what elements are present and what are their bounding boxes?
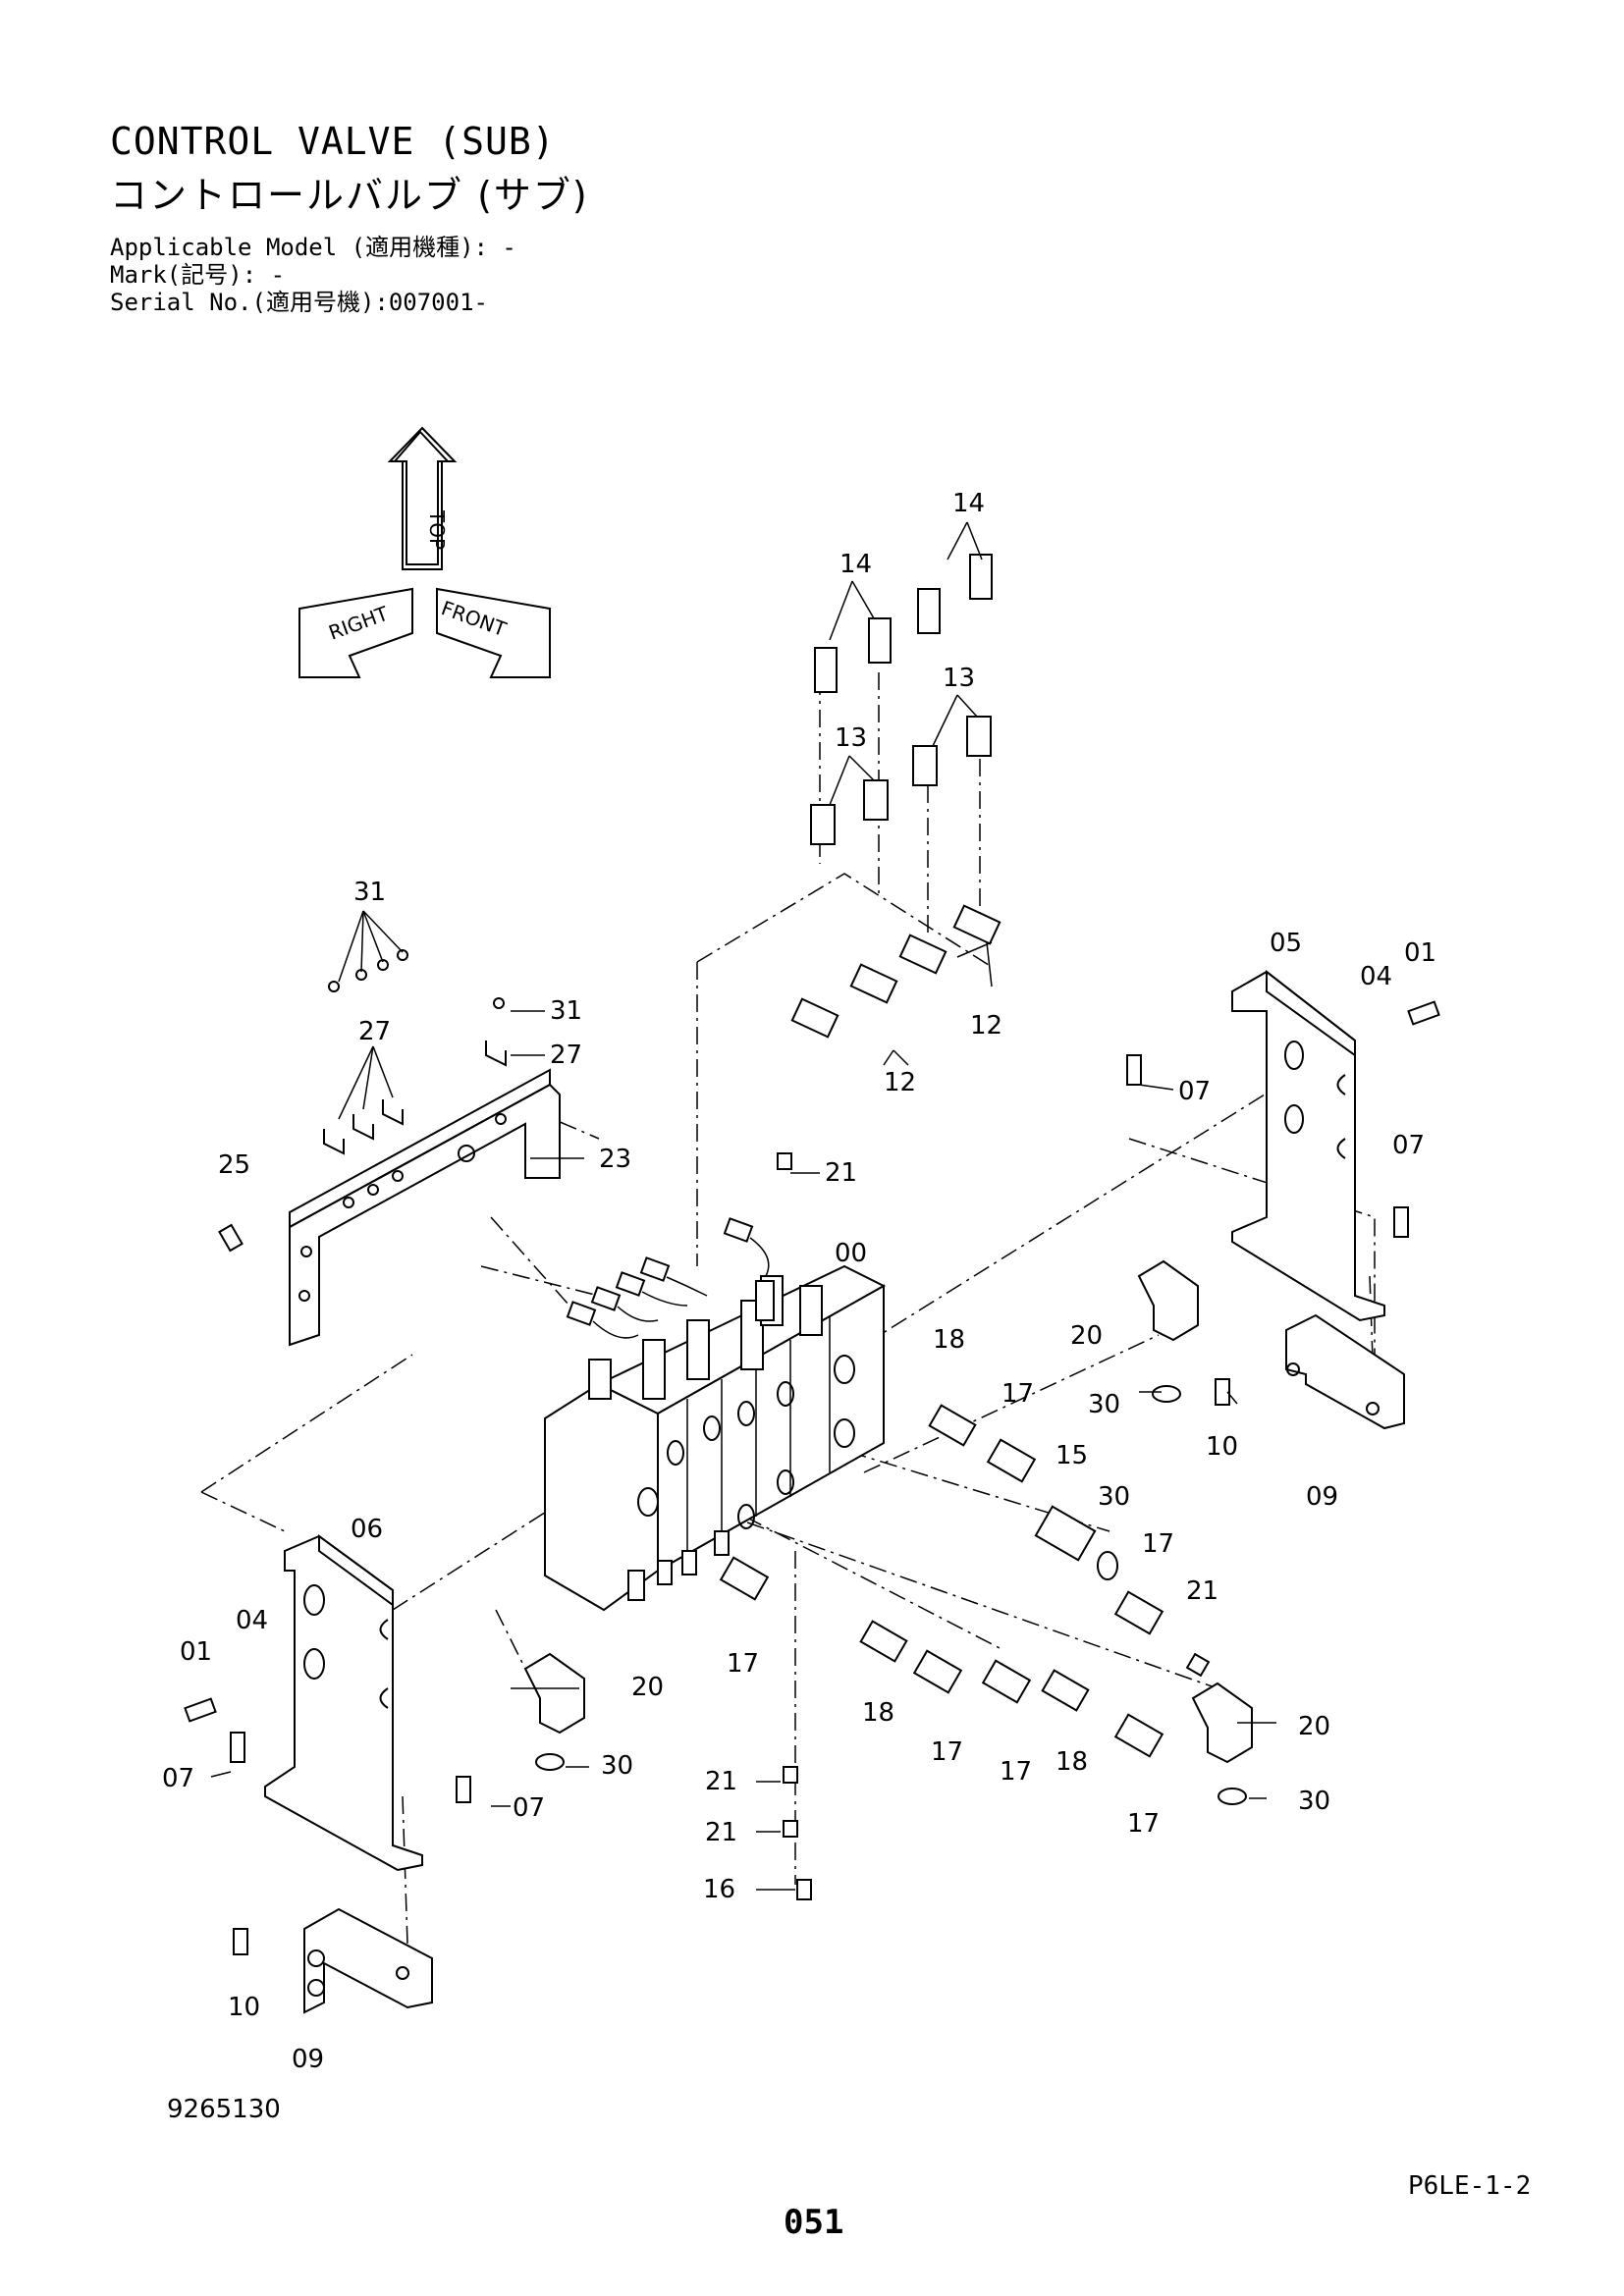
page-code: P6LE-1-2	[1408, 2171, 1532, 2201]
callout-17: 17	[1142, 1529, 1175, 1559]
callout-10: 10	[228, 1993, 261, 2022]
callout-01: 01	[1404, 938, 1437, 968]
leader-lines	[210, 521, 1276, 1891]
callout-04: 04	[1360, 962, 1393, 991]
top-label: TOP	[425, 509, 449, 550]
applicable-model: Applicable Model (適用機種): -	[110, 234, 516, 261]
callout-31: 31	[353, 878, 387, 907]
callout-13: 13	[943, 664, 976, 693]
callout-17: 17	[931, 1737, 964, 1767]
callout-25: 25	[218, 1150, 251, 1180]
callout-21: 21	[1186, 1576, 1219, 1606]
callout-13: 13	[835, 723, 868, 753]
bracket-05	[1126, 969, 1440, 1430]
page-number: 051	[784, 2203, 844, 2242]
elbows-and-fittings	[523, 1152, 1253, 1900]
serial-number: Serial No.(適用号機):007001-	[110, 289, 488, 316]
callout-18: 18	[862, 1698, 895, 1728]
bracket-06	[184, 1534, 471, 2014]
page-title-japanese: コントロールバルブ (サブ)	[110, 174, 589, 217]
callout-09: 09	[1306, 1482, 1339, 1512]
callout-17: 17	[1000, 1757, 1033, 1787]
right-label: RIGHT	[326, 601, 393, 644]
callout-30: 30	[1298, 1787, 1331, 1816]
callout-21: 21	[705, 1818, 738, 1847]
callout-18: 18	[1056, 1747, 1089, 1777]
callout-07: 07	[513, 1793, 546, 1823]
callout-14: 14	[839, 550, 873, 579]
solenoid-connectors	[566, 1217, 770, 1339]
callout-16: 16	[703, 1875, 736, 1904]
callout-07: 07	[162, 1764, 195, 1793]
control-valve-body	[544, 1264, 887, 1612]
front-label: FRONT	[438, 596, 510, 641]
callout-00: 00	[835, 1239, 868, 1268]
callout-27: 27	[550, 1041, 583, 1070]
orientation-indicator: TOP RIGHT FRONT	[298, 426, 551, 678]
callout-17: 17	[727, 1649, 760, 1679]
bracket-23	[218, 949, 561, 1347]
callout-30: 30	[601, 1751, 634, 1781]
mark: Mark(記号): -	[110, 261, 286, 289]
callout-05: 05	[1270, 929, 1303, 958]
callout-31: 31	[550, 996, 583, 1026]
callout-07: 07	[1178, 1077, 1212, 1106]
callout-10: 10	[1206, 1432, 1239, 1462]
callout-12: 12	[884, 1068, 917, 1097]
callout-30: 30	[1088, 1390, 1121, 1419]
callout-20: 20	[1070, 1321, 1104, 1351]
callout-15: 15	[1056, 1441, 1089, 1470]
drawing-number: 9265130	[167, 2095, 281, 2124]
callout-20: 20	[631, 1673, 665, 1702]
callout-17: 17	[1127, 1809, 1161, 1839]
callout-14: 14	[952, 489, 986, 518]
callout-21: 21	[825, 1158, 858, 1188]
callout-17: 17	[1001, 1379, 1035, 1409]
callout-06: 06	[351, 1515, 384, 1544]
callout-12: 12	[970, 1011, 1003, 1041]
callout-21: 21	[705, 1767, 738, 1796]
pressure-sensors	[790, 554, 1001, 1039]
callout-07: 07	[1392, 1131, 1426, 1160]
callout-27: 27	[358, 1017, 392, 1046]
callout-30: 30	[1098, 1482, 1131, 1512]
callout-18: 18	[933, 1325, 966, 1355]
callout-04: 04	[236, 1606, 269, 1635]
page-title: CONTROL VALVE (SUB)	[110, 120, 556, 163]
callout-20: 20	[1298, 1712, 1331, 1741]
callout-23: 23	[599, 1145, 632, 1174]
callout-09: 09	[292, 2045, 325, 2074]
callout-01: 01	[180, 1637, 213, 1667]
